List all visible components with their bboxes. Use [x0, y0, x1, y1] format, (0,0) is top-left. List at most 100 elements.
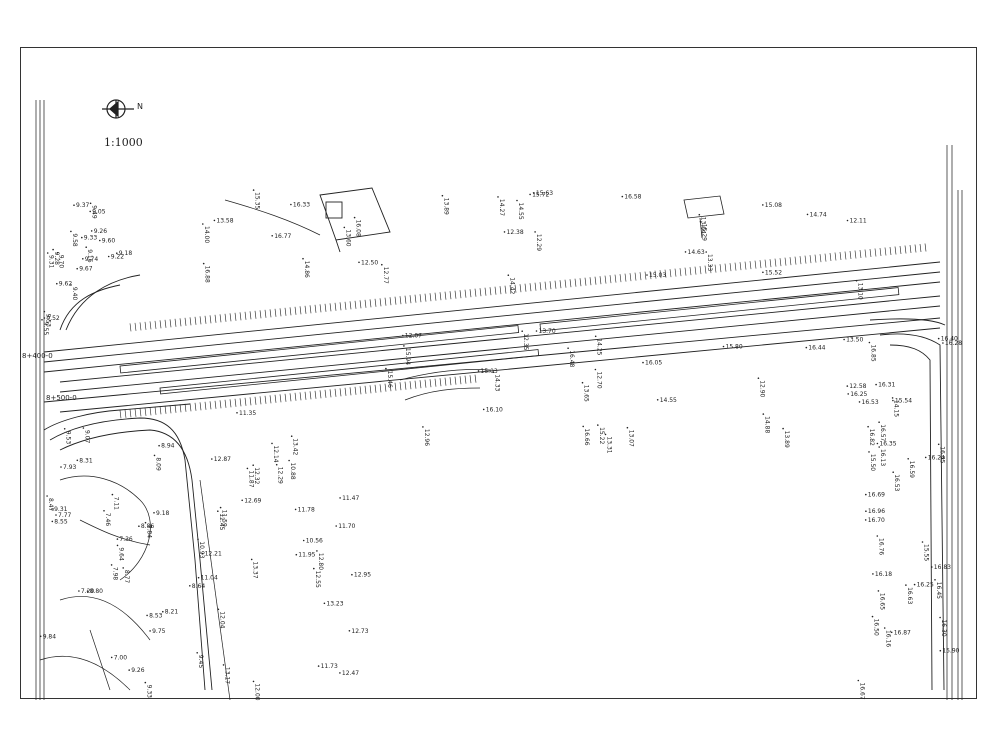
elevation-label: 11.78 [298, 506, 315, 513]
survey-point [507, 274, 510, 277]
hatch-mark [244, 311, 247, 320]
elevation-label: 15.35 [254, 192, 261, 209]
hatch-mark [194, 316, 197, 325]
elevation-label: 10.88 [289, 463, 296, 480]
survey-point [843, 338, 845, 341]
survey-point [385, 367, 387, 370]
sheet-border [20, 47, 977, 699]
hatch-mark [469, 375, 472, 384]
elevation-label: 13.42 [292, 438, 299, 455]
elevation-label: 12.32 [253, 467, 260, 484]
hatch-mark [874, 248, 877, 257]
survey-point [876, 442, 879, 445]
elevation-label: 9.67 [79, 266, 93, 273]
survey-point [867, 425, 869, 428]
survey-point [81, 236, 83, 239]
elevation-label: 7.00 [114, 654, 128, 661]
hatch-mark [459, 290, 462, 299]
curb-curves [43, 274, 946, 691]
survey-point [939, 649, 942, 652]
survey-point [782, 427, 784, 430]
east-boundary-lines [946, 145, 963, 700]
survey-point [211, 458, 213, 460]
survey-point [290, 435, 293, 438]
survey-point [316, 550, 318, 552]
elevation-label: 16.40 [941, 336, 958, 343]
elevation-label: 13.64 [699, 217, 706, 234]
hatch-mark [309, 305, 312, 314]
hatch-mark [404, 381, 407, 390]
survey-point [535, 330, 538, 332]
elevation-label: 15.72 [532, 191, 549, 198]
hatch-mark [274, 308, 277, 317]
elevation-label: 16.55 [939, 446, 946, 463]
survey-point [85, 246, 87, 248]
elevation-label: 16.87 [894, 629, 911, 636]
hatch-mark [829, 252, 832, 262]
hatch-mark [734, 262, 737, 271]
hatch-mark [659, 270, 662, 279]
survey-point [937, 337, 940, 340]
survey-point [144, 521, 147, 524]
elevation-label: 13.65 [583, 385, 590, 402]
survey-point [875, 383, 877, 386]
hatch-mark [329, 303, 332, 312]
elevation-label: 12.96 [423, 429, 430, 446]
hatch-mark [759, 260, 762, 269]
hatch-mark [169, 319, 172, 328]
elevation-label: 9.74 [85, 256, 99, 263]
survey-point [868, 341, 871, 344]
hatch-mark [564, 279, 567, 288]
elevation-label: 9.16 [86, 249, 93, 263]
hatch-mark [129, 323, 132, 332]
hatch-mark [144, 321, 147, 330]
hatch-mark [124, 409, 127, 418]
hatch-mark [414, 294, 417, 303]
elevation-label: 7.11 [112, 497, 119, 511]
hatch-mark [524, 283, 527, 292]
elevation-label: 14.86 [303, 261, 310, 278]
survey-point [621, 195, 624, 198]
hatch-mark [169, 405, 172, 414]
hatch-mark [399, 296, 402, 305]
hatch-mark [324, 303, 327, 312]
elevation-label: 16.85 [869, 345, 876, 362]
elevation-label: 12.90 [758, 380, 765, 397]
elevation-label: 12.29 [535, 234, 542, 251]
hatch-mark [509, 285, 512, 294]
hatch-mark [419, 380, 422, 389]
hatch-mark [454, 376, 457, 385]
elevation-label: 9.37 [76, 202, 90, 209]
elevation-label: 12.58 [849, 383, 866, 390]
elevation-label: 12.00 [254, 683, 261, 700]
elevation-label: 16.08 [355, 220, 362, 237]
hatch-mark [479, 288, 482, 297]
survey-point [111, 493, 114, 496]
hatch-mark [324, 389, 327, 398]
hatch-mark [449, 377, 452, 386]
hatch-mark [364, 299, 367, 308]
hatch-mark [569, 279, 572, 288]
hatch-mark [209, 315, 212, 324]
survey-point [865, 510, 867, 512]
hatch-mark [404, 295, 407, 304]
hatch-mark [394, 296, 397, 305]
hatch-mark [344, 301, 347, 310]
parcel-lines [39, 199, 491, 701]
hatch-mark [774, 258, 777, 267]
hatch-mark [914, 244, 917, 253]
hatch-mark [574, 278, 577, 287]
hatch-mark [164, 405, 167, 414]
survey-point [890, 631, 893, 634]
survey-point [197, 576, 200, 579]
hatch-mark [904, 245, 907, 254]
hatch-mark [424, 293, 427, 302]
hatch-mark [779, 258, 782, 267]
elevation-label: 14.42 [508, 277, 515, 294]
north-label: N [137, 102, 143, 111]
elevation-label: 8.55 [54, 518, 68, 525]
elevation-label: 9.33 [145, 685, 152, 699]
survey-point [684, 251, 687, 253]
hatch-mark [164, 319, 167, 328]
hatch-mark [644, 271, 647, 280]
